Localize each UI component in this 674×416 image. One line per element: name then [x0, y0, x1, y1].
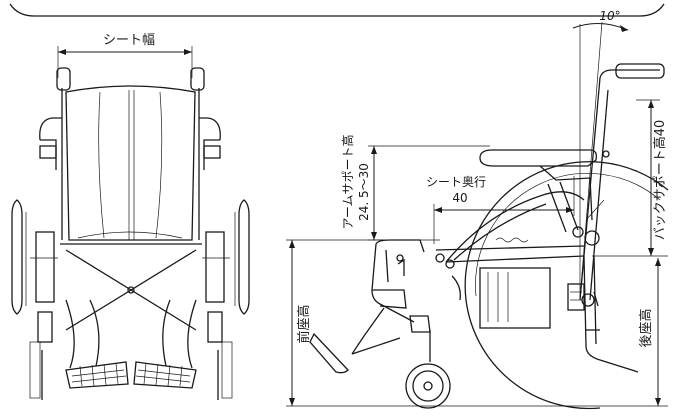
- backrest-angle-label: 10°: [599, 9, 620, 23]
- side-rear-frame: [583, 255, 639, 373]
- side-seat-frame: [435, 191, 599, 329]
- rear-seat-height-dimension: 後座高: [638, 258, 661, 406]
- arm-support-height-label: アームサポート高: [340, 135, 355, 230]
- front-footplates: [65, 361, 197, 389]
- seat-depth-value: 40: [452, 191, 467, 205]
- side-view: 10° バックサポート高40 アームサポート高 24. 5～30 シート奥行 4…: [286, 9, 669, 410]
- front-backrest: [61, 85, 200, 241]
- side-front-caster: [405, 330, 451, 409]
- back-support-height-label: バックサポート高40: [652, 120, 668, 241]
- seat-depth-dimension: シート奥行 40: [426, 175, 575, 244]
- front-rear-wheels: [11, 199, 250, 315]
- seat-width-dimension: シート幅: [57, 33, 193, 78]
- side-backrest: [579, 63, 665, 301]
- rear-seat-height-label: 後座高: [638, 308, 654, 347]
- front-cross-brace: [60, 243, 202, 331]
- front-seat-height-dimension: 前座高: [286, 239, 420, 406]
- arm-support-height-dimension: アームサポート高 24. 5～30: [340, 135, 490, 241]
- front-side-frames: [30, 231, 230, 343]
- front-leg-rests: [29, 299, 233, 400]
- side-armrest: [479, 149, 600, 246]
- front-armrests: [39, 117, 221, 170]
- seat-depth-label: シート奥行: [426, 175, 486, 189]
- front-push-handles: [56, 67, 205, 91]
- front-seat-height-label: 前座高: [296, 304, 312, 343]
- seat-width-label: シート幅: [103, 33, 155, 48]
- front-view: シート幅: [11, 33, 250, 400]
- side-front-frame: [309, 239, 431, 374]
- arm-support-height-value: 24. 5～30: [357, 163, 371, 221]
- side-rear-wheel: [464, 161, 669, 410]
- back-support-height-dimension: バックサポート高40: [592, 99, 668, 257]
- diagram-frame-edge: [9, 3, 665, 17]
